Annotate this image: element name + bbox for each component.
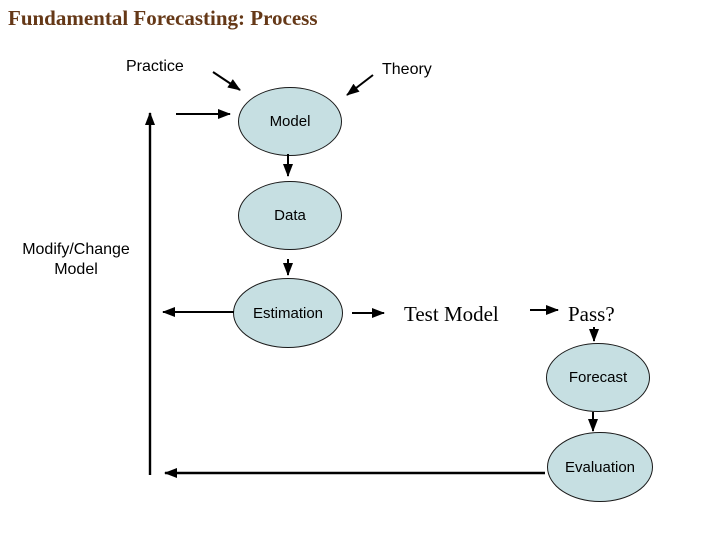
node-forecast: Forecast: [546, 343, 650, 412]
node-evaluation: Evaluation: [547, 432, 653, 502]
modify-change-model-label: Modify/Change Model: [0, 240, 152, 280]
modify-change-line2: Model: [54, 261, 98, 278]
node-evaluation-label: Evaluation: [564, 458, 636, 476]
node-estimation: Estimation: [233, 278, 343, 348]
pass-label: Pass?: [568, 302, 615, 326]
node-model: Model: [238, 87, 342, 156]
theory-label: Theory: [382, 61, 432, 78]
node-estimation-label: Estimation: [252, 304, 324, 322]
node-model-label: Model: [269, 113, 311, 130]
test-model-label: Test Model: [404, 302, 499, 326]
modify-change-line1: Modify/Change: [22, 241, 130, 258]
practice-label: Practice: [126, 58, 184, 75]
arrow-theory-to-model: [346, 74, 374, 96]
node-data: Data: [238, 181, 342, 250]
page-title: Fundamental Forecasting: Process: [8, 6, 318, 30]
node-forecast-label: Forecast: [568, 369, 628, 386]
arrow-practice-to-model: [212, 71, 241, 91]
node-data-label: Data: [274, 207, 306, 224]
